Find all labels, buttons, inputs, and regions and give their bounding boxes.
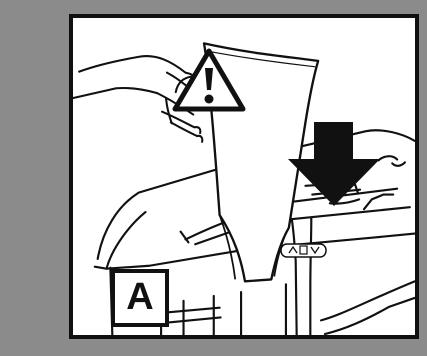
warning-icon <box>171 46 247 116</box>
panel-label: A <box>111 269 169 327</box>
down-arrow-icon <box>286 121 382 207</box>
shredder-control-strip <box>280 243 327 258</box>
illustration-frame: A <box>69 14 419 339</box>
